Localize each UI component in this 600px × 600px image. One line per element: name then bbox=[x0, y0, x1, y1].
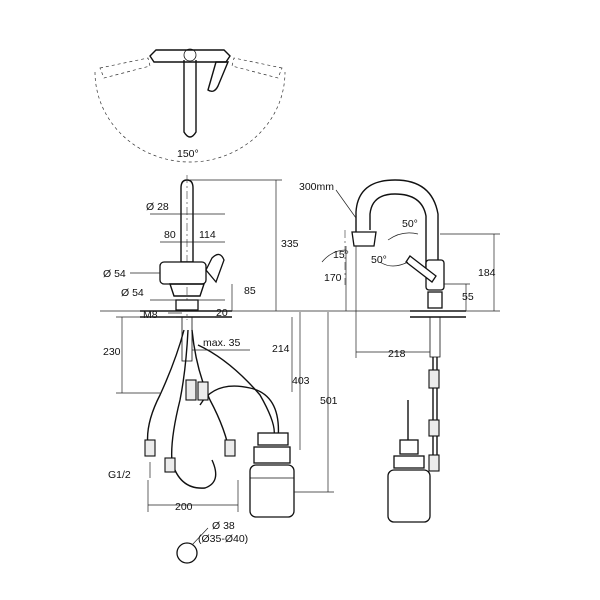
label-403: 403 bbox=[292, 375, 310, 387]
hose-connector-left bbox=[144, 439, 156, 457]
side-canister-connector bbox=[399, 439, 419, 455]
label-thread-g12: G1/2 bbox=[108, 469, 131, 481]
hose-loop-outer bbox=[197, 344, 275, 441]
hose-loop-inner bbox=[199, 385, 280, 441]
label-170: 170 bbox=[324, 272, 342, 284]
label-20: 20 bbox=[216, 307, 228, 319]
leader-diameter-38 bbox=[191, 527, 209, 546]
handle-top bbox=[207, 61, 230, 93]
check-valve-2 bbox=[197, 381, 209, 401]
arc-50deg-a bbox=[387, 232, 419, 241]
side-canister-head bbox=[393, 455, 425, 469]
swivel-arc bbox=[94, 71, 286, 163]
spout-left-position bbox=[99, 57, 151, 79]
label-501: 501 bbox=[320, 395, 338, 407]
canister-connector bbox=[257, 432, 289, 446]
spout-pivot bbox=[183, 48, 197, 62]
top-view: 150° bbox=[94, 48, 286, 163]
spout bbox=[180, 179, 194, 263]
side-valve-1 bbox=[428, 369, 440, 389]
base-plate bbox=[175, 299, 199, 311]
label-85: 85 bbox=[244, 285, 256, 297]
swivel-angle-label: 150° bbox=[177, 148, 199, 160]
label-55: 55 bbox=[462, 291, 474, 303]
faucet-top-body bbox=[149, 49, 231, 63]
side-lever bbox=[405, 255, 437, 283]
label-angle-50a: 50° bbox=[402, 218, 418, 230]
label-thread-m8: M8 bbox=[143, 309, 158, 321]
label-hole-range: (Ø35-Ø40) bbox=[198, 533, 248, 545]
label-218: 218 bbox=[388, 348, 406, 360]
arc-15deg bbox=[321, 249, 347, 263]
label-230: 230 bbox=[103, 346, 121, 358]
side-connector bbox=[428, 454, 440, 472]
side-shank bbox=[429, 316, 441, 358]
label-angle-50b: 50° bbox=[371, 254, 387, 266]
label-angle-15: 15° bbox=[333, 249, 349, 261]
leader-300mm bbox=[335, 189, 357, 219]
label-max-35: max. 35 bbox=[203, 337, 241, 349]
lever-handle bbox=[205, 253, 225, 284]
front-dimensions: Ø 28 80 114 Ø 54 Ø 54 85 M8 20 max. 35 2… bbox=[103, 179, 338, 546]
side-dimensions: 300mm 15° 50° 50° 170 218 184 55 bbox=[299, 181, 500, 360]
label-200: 200 bbox=[175, 501, 193, 513]
spout-arch-inner bbox=[369, 193, 427, 276]
canister-body bbox=[249, 464, 295, 518]
hose-right bbox=[191, 329, 231, 456]
side-canister-body bbox=[387, 469, 431, 523]
canister-head bbox=[253, 446, 291, 464]
faucet-body bbox=[159, 261, 207, 285]
label-114: 114 bbox=[199, 229, 216, 241]
spout-top bbox=[183, 60, 197, 138]
hose-connector-bottom bbox=[164, 457, 176, 473]
label-335: 335 bbox=[281, 238, 299, 250]
hose-left bbox=[146, 329, 185, 456]
label-base-diameter-54: Ø 54 bbox=[121, 287, 144, 299]
hose-bottom-loop bbox=[171, 459, 217, 489]
check-valve-1 bbox=[185, 379, 197, 401]
hose-connector-right bbox=[224, 439, 236, 457]
label-hose-length: 300mm bbox=[299, 181, 334, 193]
hose-center bbox=[170, 329, 189, 463]
label-hole-diameter-38: Ø 38 bbox=[212, 520, 235, 532]
arc-50deg-b bbox=[379, 261, 409, 267]
label-80: 80 bbox=[164, 229, 176, 241]
side-neck bbox=[427, 291, 443, 309]
label-diameter-28: Ø 28 bbox=[146, 201, 169, 213]
side-view bbox=[351, 179, 466, 523]
spray-head bbox=[351, 231, 377, 247]
spout-arch-outer bbox=[355, 179, 439, 276]
spout-right-position bbox=[231, 57, 283, 79]
side-valve-2 bbox=[428, 419, 440, 437]
label-214: 214 bbox=[272, 343, 290, 355]
label-body-diameter-54: Ø 54 bbox=[103, 268, 126, 280]
label-184: 184 bbox=[478, 267, 496, 279]
mounting-hole bbox=[176, 542, 198, 564]
body-neck bbox=[169, 283, 205, 297]
